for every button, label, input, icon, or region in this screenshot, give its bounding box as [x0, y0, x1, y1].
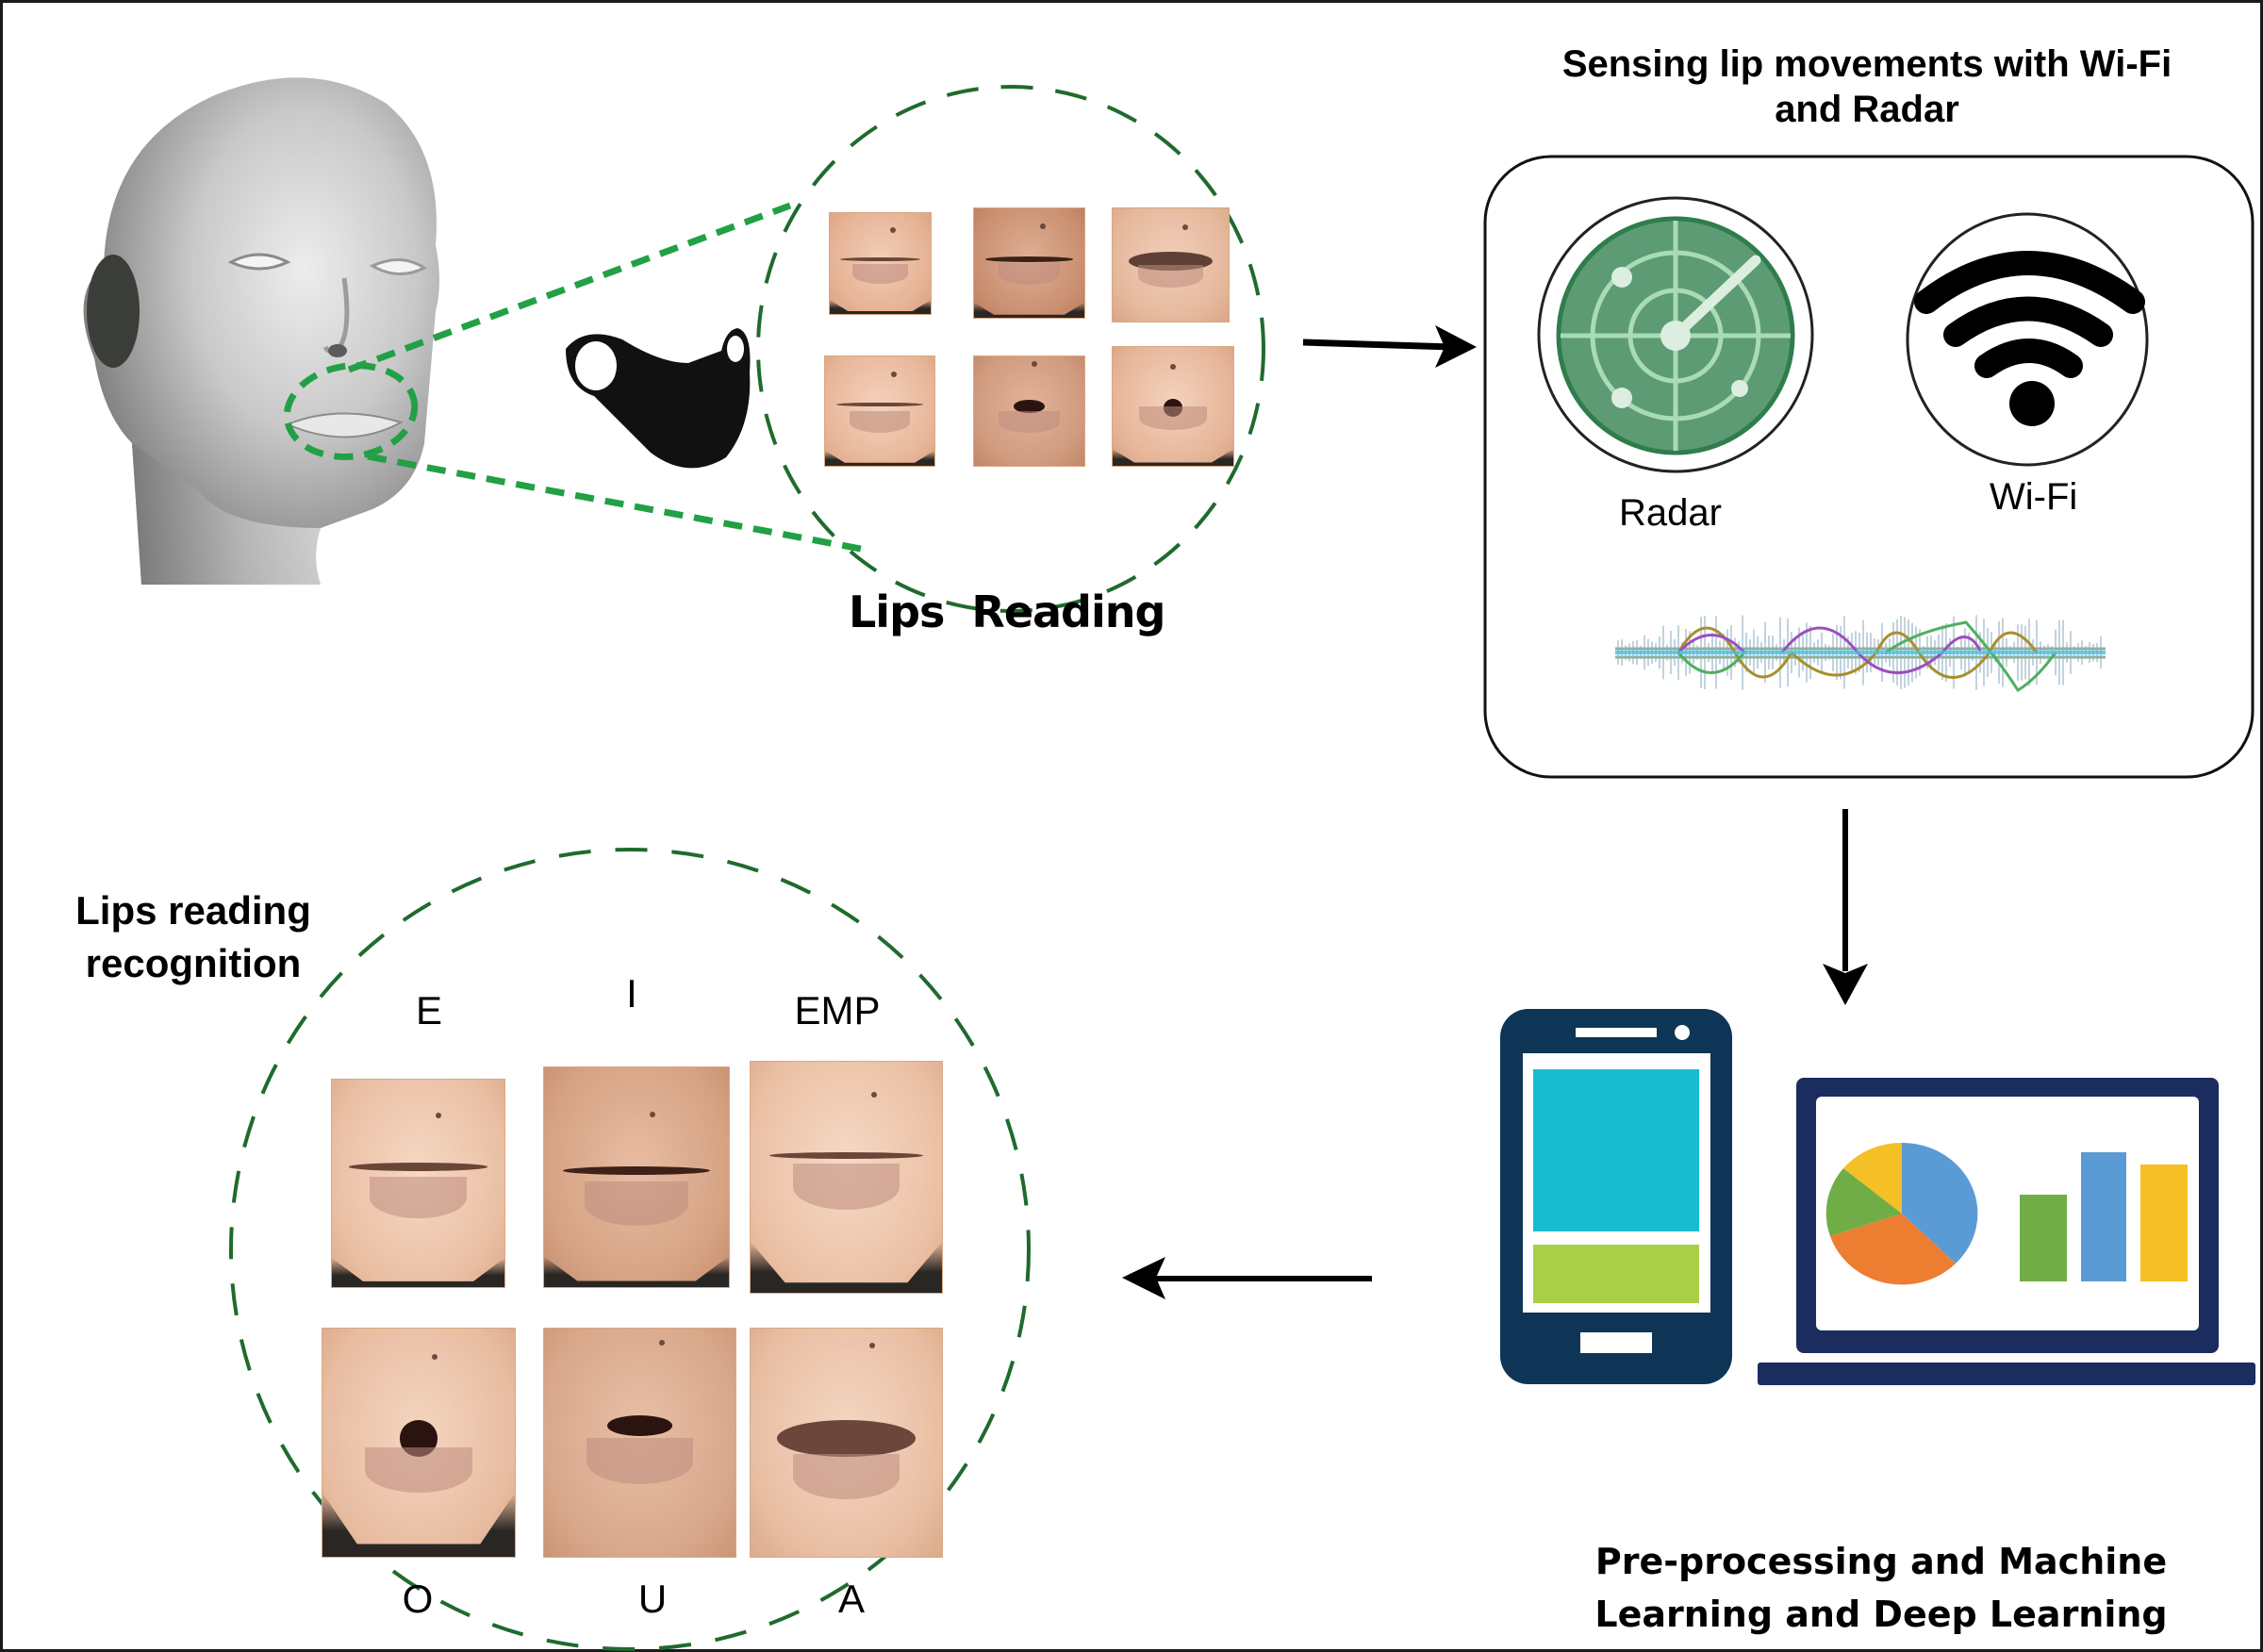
lip-photo [824, 355, 935, 467]
lips-reading-label: Lips Reading [849, 586, 1165, 637]
recognition-circle [229, 848, 1031, 1651]
lip-photo-e [331, 1079, 505, 1288]
bar-green [2020, 1195, 2067, 1281]
laptop-chart-icon [1758, 1078, 2255, 1385]
lip-photo [1112, 346, 1234, 467]
radar-icon [1537, 196, 1814, 473]
smartphone-icon [1500, 1009, 1732, 1384]
lip-photo-i [543, 1066, 730, 1288]
sensing-title-line2: and Radar [1775, 89, 1959, 130]
lip-photo [973, 355, 1085, 467]
face-mask-icon [566, 328, 751, 469]
vowel-label-emp: EMP [794, 988, 881, 1032]
recognition-title-line2: recognition [85, 941, 302, 985]
signal-waveform-icon [1615, 615, 2106, 693]
processing-title-line1: Pre-processing and Machine [1594, 1541, 2168, 1582]
vowel-label-o: O [402, 1577, 434, 1621]
recognition-title-line1: Lips reading [75, 888, 311, 933]
pie-chart-icon [1825, 1142, 1978, 1285]
bar-yellow [2140, 1165, 2188, 1281]
mannequin-head-icon [83, 77, 440, 585]
vowel-label-u: U [637, 1577, 668, 1621]
lip-photo-u [543, 1328, 736, 1558]
lip-photo-o [322, 1328, 516, 1558]
radar-label: Radar [1619, 492, 1722, 534]
lip-photo-emp [750, 1061, 943, 1294]
wifi-label: Wi-Fi [1990, 476, 2078, 518]
recognition-title: Lips reading recognition [62, 884, 324, 990]
bar-blue [2081, 1152, 2126, 1281]
lips-reading-zoom-circle [756, 85, 1265, 613]
lip-photo [973, 207, 1085, 319]
lip-photo-a [750, 1328, 943, 1558]
ear-icon [87, 255, 140, 368]
lip-photo [829, 212, 932, 315]
lip-photo [1112, 207, 1230, 322]
processing-title: Pre-processing and Machine Learning and … [1528, 1535, 2235, 1641]
arrow-to-sensing [1302, 325, 1477, 368]
arrow-to-processing [1823, 809, 1868, 1005]
mouth-highlight [283, 202, 867, 553]
vowel-label-a: A [837, 1577, 866, 1621]
arrow-to-recognition [1122, 1257, 1372, 1299]
wifi-icon [1906, 212, 2149, 467]
vowel-label-e: E [415, 988, 443, 1032]
processing-title-line2: Learning and Deep Learning [1594, 1594, 2168, 1635]
sensing-title-line1: Sensing lip movements with Wi-Fi [1561, 43, 2172, 85]
vowel-label-i: I [626, 971, 637, 1016]
sensing-title: Sensing lip movements with Wi-Fi and Rad… [1471, 41, 2263, 132]
